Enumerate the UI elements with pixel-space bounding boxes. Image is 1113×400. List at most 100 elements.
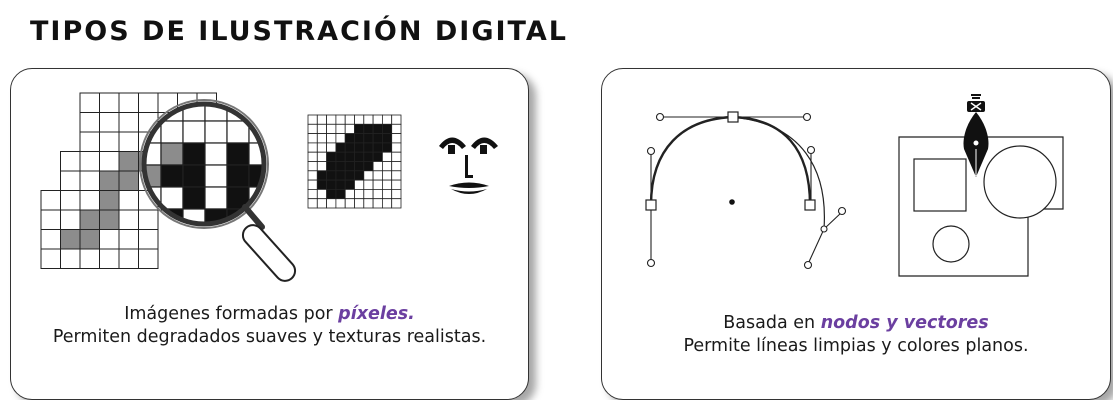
vector-card: Basada en nodos y vectores Permite línea… [601, 68, 1111, 400]
blob-pixel-cell [335, 189, 346, 200]
blob-pixel-cell [381, 179, 393, 190]
vector-caption-highlight: nodos y vectores [820, 313, 989, 333]
pixel-cell [99, 190, 120, 211]
lens-pixel-cell [271, 165, 293, 187]
blob-pixel-cell [391, 151, 402, 162]
lens-pixel-cell [161, 231, 183, 253]
blob-pixel-cell [363, 161, 374, 172]
pixel-cell [99, 209, 120, 230]
blob-pixel-cell [335, 114, 346, 125]
blob-pixel-cell [335, 123, 346, 134]
page-title: TIPOS DE ILUSTRACIÓN DIGITAL [30, 16, 568, 47]
blob-pixel-cell [326, 161, 337, 172]
blob-pixel-cell [326, 123, 337, 134]
blob-pixel-cell [344, 161, 355, 172]
blob-pixel-cell [391, 161, 402, 172]
pixel-cell [118, 209, 139, 230]
blob-pixel-cell [335, 142, 346, 153]
pixel-blob-icon [307, 114, 402, 209]
pixel-cell [138, 248, 159, 269]
blob-pixel-cell [381, 133, 393, 144]
blob-pixel-cell [354, 170, 365, 181]
blob-pixel-cell [307, 142, 318, 153]
pixel-cell [79, 209, 100, 230]
lens-pixel-cell [205, 231, 227, 253]
lens-pixel-cell [182, 142, 206, 166]
blob-pixel-cell [316, 142, 327, 153]
vector-caption-line2: Permite líneas limpias y colores planos. [683, 336, 1029, 356]
blob-pixel-cell [326, 198, 337, 209]
blob-pixel-cell [316, 133, 327, 144]
blob-pixel-cell [354, 179, 365, 190]
raster-card: Imágenes formadas por píxeles. Permiten … [10, 68, 529, 400]
blob-pixel-cell [316, 123, 327, 134]
blob-pixel-cell [372, 179, 383, 190]
blob-pixel-cell [363, 189, 374, 200]
pixel-cell [118, 92, 139, 113]
blob-pixel-cell [307, 123, 318, 134]
lens-pixel-cell [248, 104, 264, 122]
blob-pixel-cell [391, 198, 402, 209]
lens-pixel-cell [204, 164, 228, 188]
blob-pixel-cell [381, 170, 393, 181]
blob-pixel-cell [316, 170, 327, 181]
blob-pixel-cell [307, 151, 318, 162]
vector-caption-line1: Basada en nodos y vectores [723, 313, 989, 333]
raster-caption-line1: Imágenes formadas por píxeles. [124, 304, 415, 324]
pixel-cell [79, 131, 100, 152]
pixel-cell [60, 151, 81, 172]
pixel-cell [118, 131, 139, 152]
pixel-cell [138, 229, 159, 250]
blob-pixel-cell [372, 189, 383, 200]
blob-pixel-cell [381, 189, 393, 200]
blob-pixel-cell [354, 142, 365, 153]
pixel-cell [99, 170, 120, 191]
bezier-curve-icon [645, 111, 847, 270]
blob-pixel-cell [335, 170, 346, 181]
pixel-cell [138, 92, 159, 113]
blob-pixel-cell [391, 179, 402, 190]
blob-pixel-cell [316, 151, 327, 162]
lens-pixel-cell [160, 120, 184, 144]
blob-pixel-cell [316, 179, 327, 190]
lens-pixel-cell [226, 142, 250, 166]
blob-pixel-cell [344, 170, 355, 181]
blob-pixel-cell [344, 114, 355, 125]
pixel-cell [79, 190, 100, 211]
pixel-cell [118, 229, 139, 250]
blob-pixel-cell [344, 151, 355, 162]
blob-pixel-cell [307, 114, 318, 125]
blob-pixel-cell [335, 133, 346, 144]
blob-pixel-cell [372, 123, 383, 134]
pixel-cell [79, 248, 100, 269]
pixel-cell [118, 190, 139, 211]
blob-pixel-cell [354, 123, 365, 134]
blob-pixel-cell [326, 133, 337, 144]
blob-pixel-cell [391, 189, 402, 200]
pixel-cell [60, 170, 81, 191]
pixel-face-icon [439, 137, 498, 194]
pixel-cell [118, 112, 139, 133]
pixel-cell [79, 229, 100, 250]
pen-tool-icon [963, 94, 989, 177]
vector-illustration [645, 94, 1064, 277]
blob-pixel-cell [381, 161, 393, 172]
blob-pixel-cell [326, 179, 337, 190]
pixel-cell [79, 92, 100, 113]
blob-pixel-cell [344, 133, 355, 144]
blob-pixel-cell [372, 151, 383, 162]
vector-caption: Basada en nodos y vectores Permite línea… [602, 312, 1110, 358]
pixel-cell [60, 229, 81, 250]
blob-pixel-cell [363, 151, 374, 162]
raster-caption-highlight: píxeles. [338, 304, 415, 324]
lens-pixel-cell [182, 164, 206, 188]
blob-pixel-cell [372, 133, 383, 144]
blob-pixel-cell [354, 151, 365, 162]
pixel-cell [118, 170, 139, 191]
blob-pixel-cell [344, 189, 355, 200]
pixel-cell [99, 112, 120, 133]
lens-pixel-cell [182, 186, 206, 210]
blob-pixel-cell [391, 114, 402, 125]
blob-pixel-cell [335, 179, 346, 190]
pixel-cell [40, 229, 61, 250]
